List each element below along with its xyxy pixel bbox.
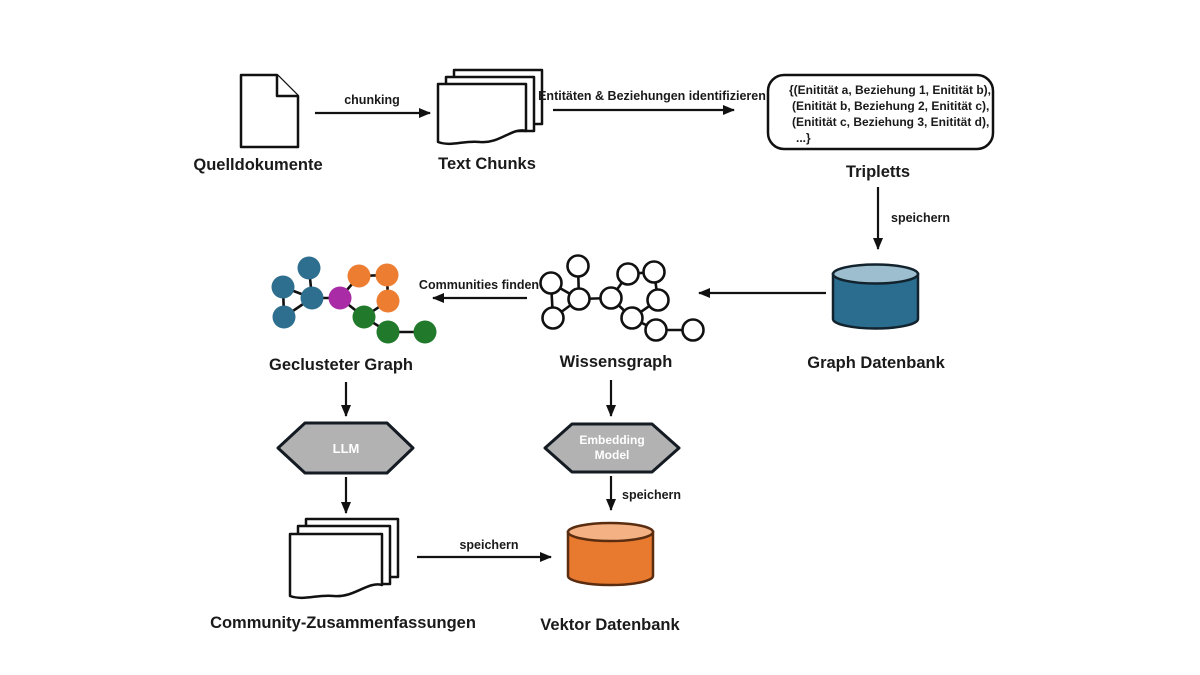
graph-node [644, 318, 668, 342]
cluster-node-orange [375, 263, 399, 287]
graph-node [541, 306, 565, 330]
source-documents-group: Quelldokumente [193, 73, 323, 174]
graph-node [642, 260, 666, 284]
chunking-label: chunking [344, 93, 400, 107]
database-cylinder-icon [566, 530, 655, 587]
vektor-database-group: Vektor Datenbank [540, 521, 681, 634]
database-cylinder-icon [831, 272, 920, 330]
store-vektordb-embed-edge: speichern [606, 476, 681, 511]
cluster-node-green [352, 305, 376, 329]
wissensgraph-group: Wissensgraph [539, 254, 705, 371]
triplet-line-3: (Enitität c, Beziehung 3, Enitität d), [792, 115, 989, 129]
geclusteter-graph-label: Geclusteter Graph [269, 356, 413, 374]
graph-node [566, 254, 590, 278]
cluster-node-blue [272, 305, 296, 329]
graph-datenbank-label: Graph Datenbank [807, 354, 945, 372]
graph-database-group: Graph Datenbank [807, 263, 946, 372]
graph-node [681, 318, 705, 342]
cluster-node-blue [300, 286, 324, 310]
store-vektordb-docs-label: speichern [459, 538, 518, 552]
identify-entities-edge: Entitäten & Beziehungen identifizieren [538, 89, 766, 115]
quelldokumente-label: Quelldokumente [193, 156, 322, 174]
store-graphdb-edge: speichern [873, 187, 950, 250]
triplet-line-4: ...} [796, 131, 811, 145]
graph-node [599, 286, 623, 310]
geclusteter-graph-group: Geclusteter Graph [269, 256, 437, 374]
cluster-node-blue [271, 275, 295, 299]
clustered-graph-icon [271, 256, 437, 344]
embedding-label-line2: Model [595, 448, 630, 462]
text-chunks-group: Text Chunks [436, 68, 544, 173]
tripletts-box [766, 73, 995, 151]
graph-node [567, 287, 591, 311]
chunking-edge: chunking [315, 93, 431, 118]
graph-node [620, 306, 644, 330]
store-vektordb-docs-edge: speichern [417, 538, 552, 562]
cluster-node-purple [328, 286, 352, 310]
graph-node [646, 288, 670, 312]
document-stack-page-front [436, 82, 528, 146]
store-graphdb-label: speichern [891, 211, 950, 225]
communities-label: Communities finden [419, 278, 539, 292]
database-cylinder-top [566, 521, 655, 543]
tripletts-group: {(Enitität a, Beziehung 1, Enitität b), … [766, 73, 995, 181]
cluster-node-green [376, 320, 400, 344]
llm-hexagon [276, 421, 415, 475]
cluster-node-blue [297, 256, 321, 280]
store-vektordb-embed-label: speichern [622, 488, 681, 502]
graph-node [539, 271, 563, 295]
vektor-datenbank-label: Vektor Datenbank [540, 616, 680, 634]
document-fold-corner [275, 75, 298, 98]
document-icon [239, 73, 300, 149]
text-chunks-label: Text Chunks [438, 155, 536, 173]
database-cylinder-top [831, 263, 920, 285]
identify-entities-label: Entitäten & Beziehungen identifizieren [538, 89, 766, 103]
network-graph-icon [539, 254, 705, 342]
tripletts-label: Tripletts [846, 163, 910, 181]
llm-group: LLM [276, 421, 415, 475]
communities-edge: Communities finden [419, 278, 539, 303]
embedding-model-group: Embedding Model [543, 422, 681, 474]
community-summaries-group: Community-Zusammenfassungen [210, 517, 476, 632]
cluster-node-green [413, 320, 437, 344]
community-zusammenfassungen-label: Community-Zusammenfassungen [210, 614, 476, 632]
triplet-line-2: (Enitität b, Beziehung 2, Enitität c), [792, 99, 989, 113]
document-stack-page-front [288, 532, 384, 600]
embedding-label-line1: Embedding [579, 433, 644, 447]
cluster-node-orange [347, 264, 371, 288]
triplet-line-1: {(Enitität a, Beziehung 1, Enitität b), [789, 83, 991, 97]
embedding-hexagon [543, 422, 681, 474]
cluster-node-orange [376, 289, 400, 313]
llm-label: LLM [333, 441, 360, 456]
wissensgraph-label: Wissensgraph [560, 353, 673, 371]
graph-node [616, 262, 640, 286]
